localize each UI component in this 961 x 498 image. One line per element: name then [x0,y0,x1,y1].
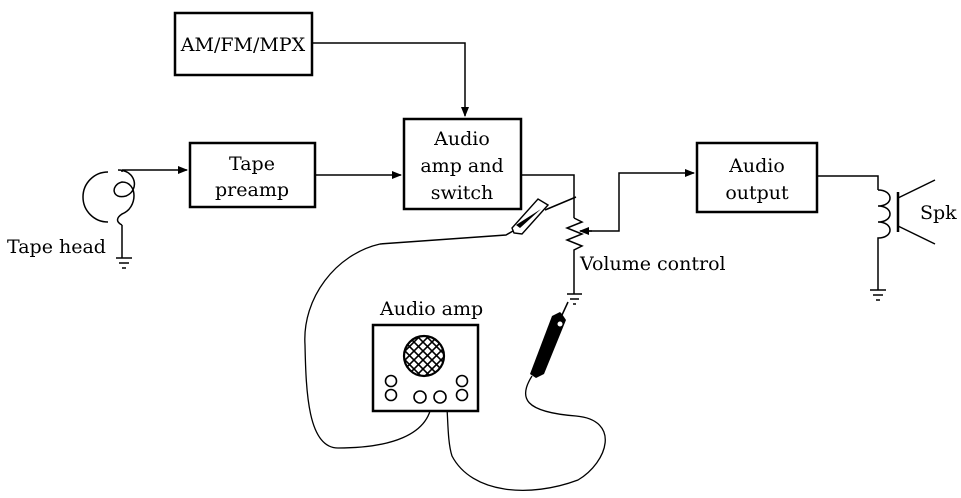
speaker-symbol [870,179,936,301]
test-probe-ground [446,298,606,491]
block-am-fm-mpx-label: AM/FM/MPX [180,34,306,56]
block-audio-amp-switch-label-2: amp and [420,155,503,177]
test-probe-signal [304,196,577,449]
speaker-label: Spk [920,202,957,224]
block-am-fm-mpx: AM/FM/MPX [173,11,314,77]
wire-audio-output-to-speaker [817,175,879,190]
test-audio-amp [371,323,480,413]
volume-control-label: Volume control [579,253,726,275]
wire-audio-amp-to-volume [521,174,575,218]
test-audio-amp-label: Audio amp [379,298,483,320]
block-audio-output-label-1: Audio [728,155,785,177]
tape-head-label: Tape head [7,236,106,258]
wire-wiper-to-audio-output [584,169,695,232]
block-tape-preamp-label-1: Tape [229,153,275,175]
tape-head-symbol [82,169,136,269]
block-audio-output: Audio output [695,141,819,214]
block-audio-output-label-2: output [725,182,789,204]
volume-control-symbol [564,217,585,305]
block-tape-preamp-label-2: preamp [215,179,289,201]
wire-amfm-to-audio-amp [312,42,469,117]
block-audio-amp-switch-label-1: Audio [433,128,490,150]
block-audio-amp-switch: Audio amp and switch [402,117,523,211]
block-audio-amp-switch-label-3: switch [431,182,494,204]
block-tape-preamp: Tape preamp [188,141,317,209]
